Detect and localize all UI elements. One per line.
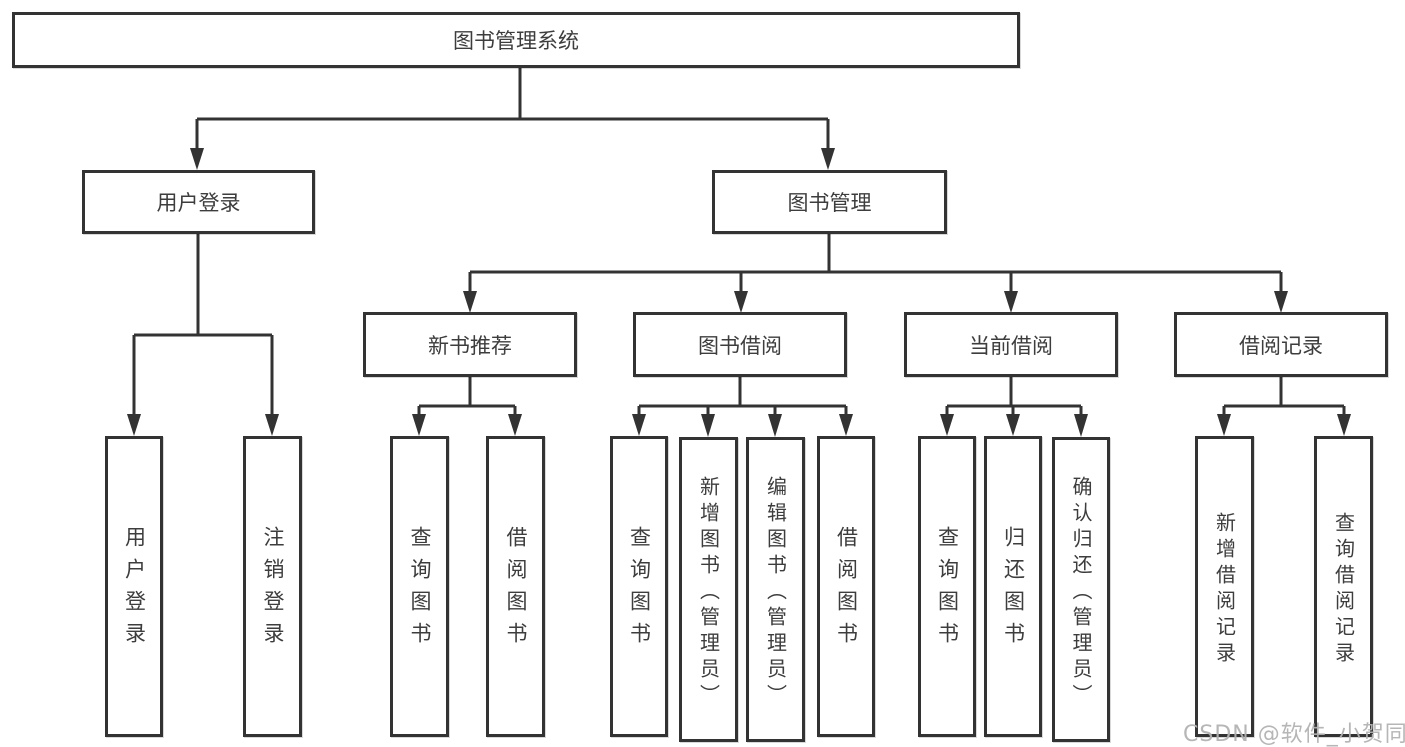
arrowhead [127,414,141,436]
arrowhead [463,291,477,313]
leaf-query-books: 查询图书 [918,436,976,737]
node-library-management-system: 图书管理系统 [12,12,1020,68]
arrowhead [768,414,782,437]
arrowhead [1217,414,1231,436]
node-label: 新书推荐 [428,333,512,358]
node-current-borrowing: 当前借阅 [904,312,1118,377]
leaf-confirm-return-admin: 确认归还（管理员） [1052,437,1110,742]
node-label: 查询借阅记录 [1331,511,1356,668]
arrowhead [1337,414,1351,436]
node-label: 新增图书（管理员） [696,475,721,710]
leaf-logout: 注销登录 [243,436,302,737]
node-borrowing-records: 借阅记录 [1174,312,1388,377]
arrowhead [412,414,426,436]
node-label: 查询图书 [935,525,960,654]
node-label: 用户登录 [122,525,147,654]
node-label: 编辑图书（管理员） [763,475,788,710]
leaf-query-books: 查询图书 [610,436,668,737]
node-label: 归还图书 [1001,525,1026,654]
arrowhead [839,414,853,436]
arrowhead [265,414,279,436]
node-label: 借阅图书 [834,525,859,654]
csdn-watermark: CSDN @软件_小贺同学 [1183,722,1405,747]
leaf-query-books: 查询图书 [390,436,449,737]
arrowheads [127,148,1351,437]
node-label: 图书借阅 [698,333,782,358]
leaf-return-books: 归还图书 [984,436,1042,737]
node-label: 当前借阅 [969,333,1053,358]
node-label: 借阅记录 [1239,333,1323,358]
arrowhead [1074,414,1088,437]
arrowhead [701,414,715,437]
node-label: 借阅图书 [504,525,528,654]
leaf-user-login: 用户登录 [105,436,163,737]
node-label: 查询图书 [408,525,432,654]
leaf-edit-books-admin: 编辑图书（管理员） [746,437,805,742]
node-label: 确认归还（管理员） [1069,475,1093,710]
leaf-add-books-admin: 新增图书（管理员） [679,437,738,742]
arrowhead [632,414,646,436]
arrowhead [1274,291,1288,313]
node-label: 用户登录 [156,191,241,215]
leaf-add-borrow-record: 新增借阅记录 [1195,436,1254,737]
arrowhead [1004,291,1018,313]
arrowhead [508,414,522,436]
arrowhead [940,414,954,436]
node-label: 图书管理 [787,191,872,215]
node-book-management-module: 图书管理 [712,170,947,234]
node-new-book-recommendation: 新书推荐 [363,312,577,377]
arrowhead [734,291,748,313]
arrowhead [190,148,204,170]
leaf-borrow-books: 借阅图书 [486,436,545,737]
arrowhead [1006,414,1020,436]
leaf-query-borrow-record: 查询借阅记录 [1314,436,1373,737]
leaf-borrow-books: 借阅图书 [817,436,875,737]
node-user-login-module: 用户登录 [82,170,315,234]
arrowhead [821,148,835,170]
node-label: 图书管理系统 [453,29,579,53]
node-label: 新增借阅记录 [1212,511,1237,668]
node-label: 注销登录 [261,525,285,654]
node-label: 查询图书 [627,525,652,654]
node-book-borrowing: 图书借阅 [633,312,847,377]
